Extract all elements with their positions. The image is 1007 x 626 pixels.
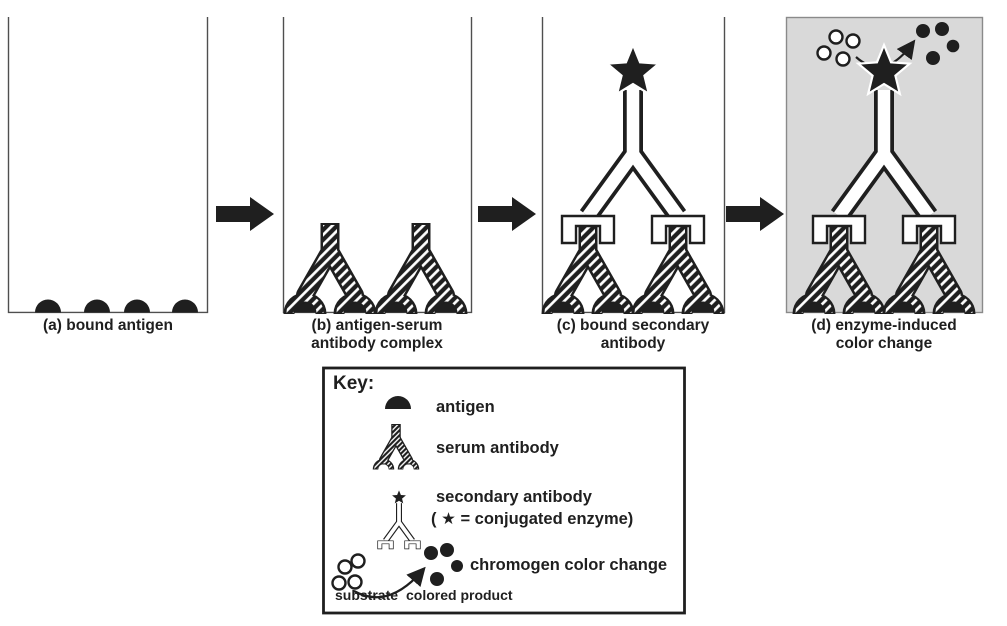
key-item-chromogen-label: chromogen color change xyxy=(470,556,668,574)
right-arrow-icon xyxy=(478,197,536,231)
reaction-arrow-icon xyxy=(353,566,426,599)
caption-line: (b) antigen-serum xyxy=(311,317,443,334)
substrate-circles-icon xyxy=(816,29,861,67)
chromogen-icon xyxy=(331,543,463,599)
panel-a-well xyxy=(7,17,209,314)
key-item-secondary-antibody-label: secondary antibody xyxy=(436,488,592,506)
secondary-antibody-icon xyxy=(562,45,704,243)
caption-line: antibody complex xyxy=(311,335,443,353)
right-arrow-icon xyxy=(726,197,784,231)
panel-a-caption: (a) bound antigen xyxy=(8,317,208,335)
caption-line: color change xyxy=(835,335,933,353)
key-item-antigen-label: antigen xyxy=(436,398,495,416)
colored-product-circles-icon xyxy=(916,22,960,65)
right-arrow-icon xyxy=(216,197,274,231)
antigen-icon xyxy=(35,299,198,313)
panel-c-caption: (c) bound secondary antibody xyxy=(533,317,733,353)
key-box xyxy=(322,366,686,615)
key-item-serum-antibody-label: serum antibody xyxy=(436,439,559,457)
colored-product-label: colored product xyxy=(406,587,513,603)
caption-line: (d) enzyme-induced xyxy=(811,317,957,334)
substrate-label: substrate xyxy=(335,587,399,603)
key-item-conjugated-enzyme-note: ( ★ = conjugated enzyme) xyxy=(431,510,634,528)
panel-b-well xyxy=(284,17,473,314)
caption-line: (c) bound secondary xyxy=(556,317,710,334)
panel-d-well xyxy=(785,16,984,315)
panel-b-caption: (b) antigen-serum antibody complex xyxy=(277,317,477,353)
caption-line: (a) bound antigen xyxy=(42,317,173,334)
serum-antibody-icon xyxy=(289,223,462,314)
caption-line: antibody xyxy=(600,335,666,353)
panel-c-well xyxy=(543,17,725,314)
panel-d-caption: (d) enzyme-induced color change xyxy=(784,317,984,353)
key-title: Key: xyxy=(333,373,375,394)
